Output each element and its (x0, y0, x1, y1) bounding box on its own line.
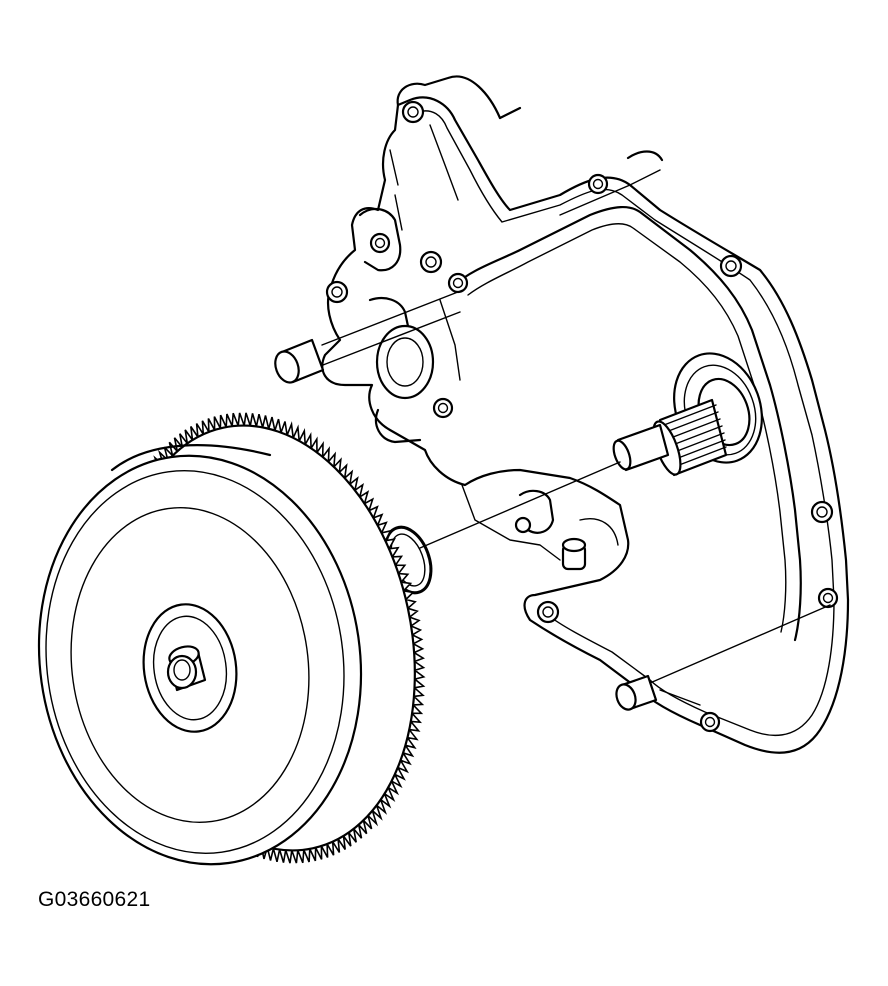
alignment-lines (321, 289, 831, 684)
dowel-pin-lower (615, 674, 658, 711)
figure-code-label: G03660621 (38, 888, 151, 911)
dowel-pin-upper (274, 338, 325, 384)
transmission-case (321, 75, 850, 754)
input-shaft (612, 352, 763, 477)
torque-converter (37, 412, 426, 866)
